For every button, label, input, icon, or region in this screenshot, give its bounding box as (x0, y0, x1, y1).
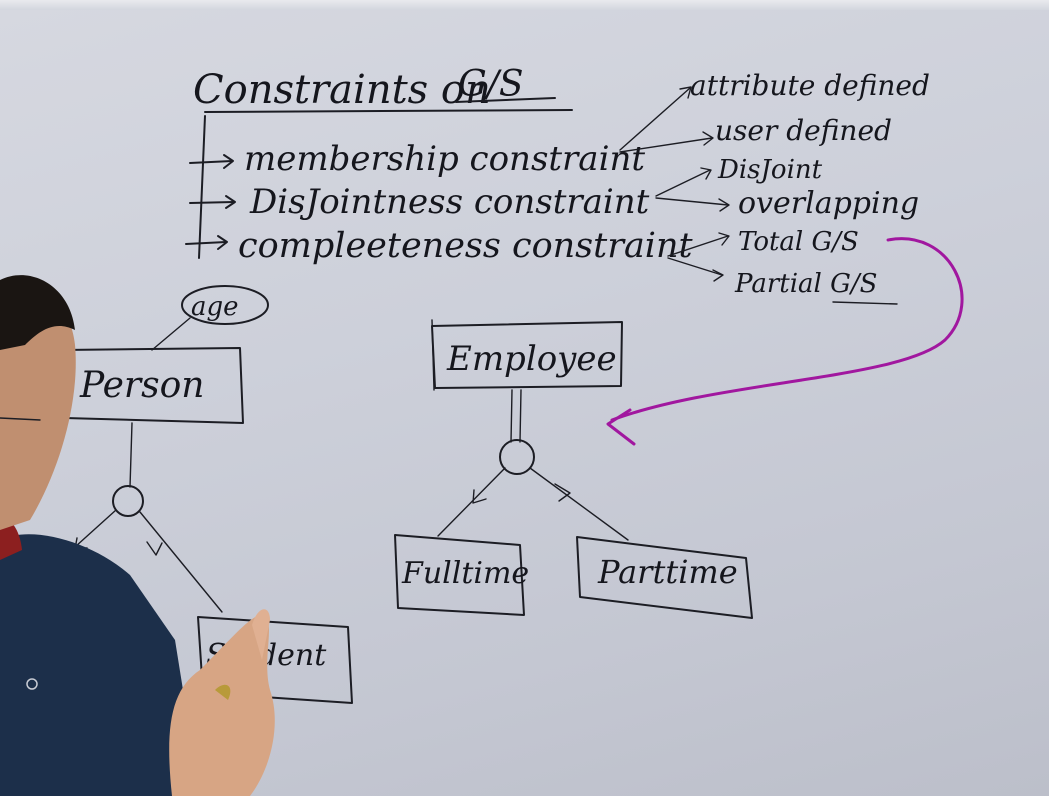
presenter-finger (252, 609, 270, 660)
option-disjoint: DisJoint (717, 155, 823, 185)
constraint-label-completeness: compleeteness constraint (238, 226, 694, 266)
presenter-ring (215, 684, 231, 700)
heading-gs-underline (455, 97, 556, 103)
presenter-hair (0, 275, 75, 350)
purple-marker-arrow (606, 237, 964, 446)
option-total-gs: Total G/S (738, 227, 859, 257)
presenter-shirt (0, 534, 200, 796)
employee-right-branch (529, 467, 629, 541)
membership-branch-arrows (619, 86, 714, 153)
heading-underline (204, 109, 573, 113)
person-specialization-circle (112, 485, 144, 517)
entity-box-student (197, 616, 353, 704)
option-attribute-defined: attribute defined (690, 69, 930, 102)
attribute-oval-age (181, 285, 269, 325)
presenter-collar (0, 519, 22, 560)
option-overlapping: overlapping (738, 186, 919, 221)
shirt-logo-icon (26, 678, 38, 690)
presenter-glasses (0, 417, 41, 421)
whiteboard-top-edge (0, 0, 1049, 10)
disjointness-branch-arrows (655, 167, 730, 212)
attribute-label-age: age (191, 292, 239, 322)
bullet-arrow-3 (185, 235, 228, 250)
completeness-branch-arrows (667, 232, 730, 282)
entity-label-person: Person (79, 365, 204, 406)
entity-label-parttime: Parttime (597, 553, 738, 591)
employee-left-branch (437, 467, 506, 537)
person-right-branch (139, 511, 223, 613)
presenter (0, 275, 275, 796)
presenter-hand (169, 614, 275, 796)
constraint-list-bracket (198, 115, 206, 259)
entity-label-fulltime: Fulltime (401, 556, 529, 591)
heading-text: Constraints on (193, 67, 491, 113)
entity-box-fulltime (394, 534, 525, 616)
bullet-arrow-1 (189, 154, 234, 169)
entity-label-employee: Employee (446, 339, 617, 379)
partial-gs-underline (832, 301, 898, 305)
employee-total-participation-lines (510, 389, 522, 443)
employee-specialization-circle (499, 439, 535, 475)
attribute-connector (151, 317, 191, 351)
option-user-defined: user defined (715, 114, 892, 147)
entity-box-parttime (576, 536, 753, 619)
person-to-circle-line (129, 422, 133, 488)
heading-gs-text: G/S (458, 64, 524, 105)
bullet-arrow-2 (189, 195, 236, 209)
constraint-label-membership: membership constraint (244, 139, 645, 179)
employee-box-double-edge (431, 319, 435, 391)
constraint-label-disjointness: DisJointness constraint (249, 182, 650, 222)
option-partial-gs: Partial G/S (734, 269, 877, 299)
